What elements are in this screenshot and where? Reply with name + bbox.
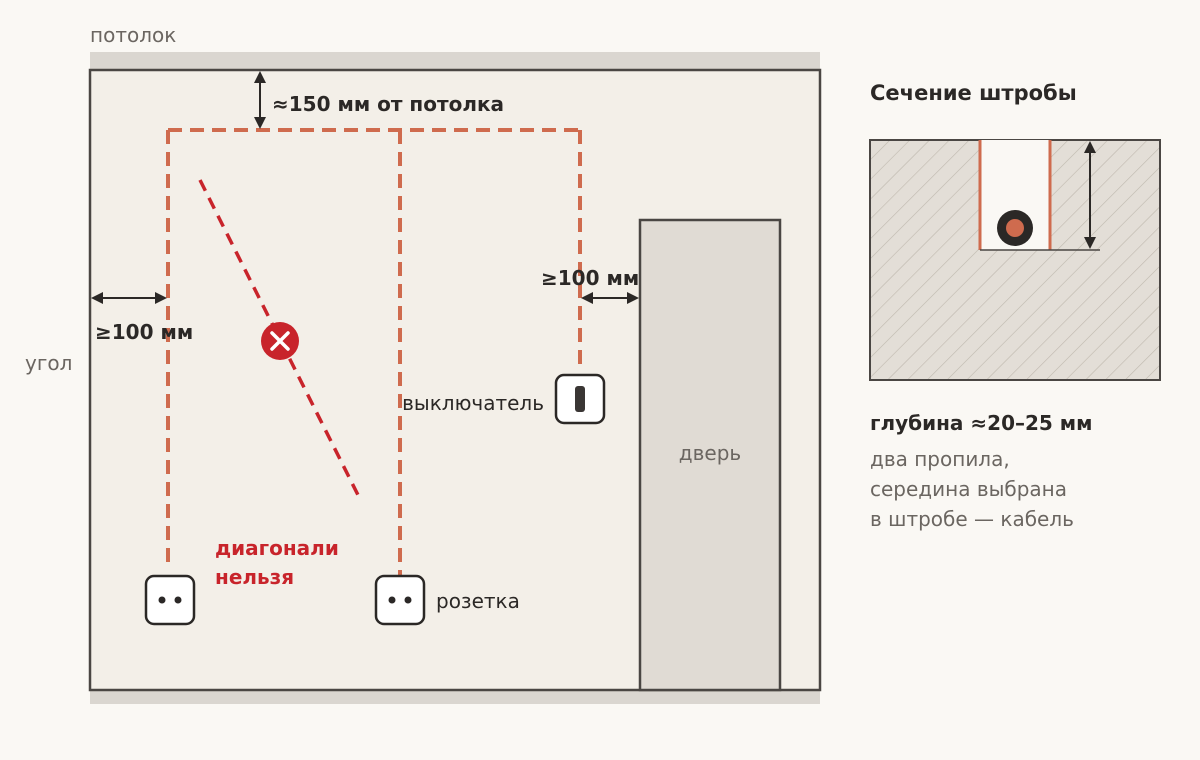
section-note-3: в штробе — кабель xyxy=(870,507,1074,531)
dimension-ceiling-label: ≈150 мм от потолка xyxy=(272,92,504,116)
section-title: Сечение штробы xyxy=(870,81,1077,105)
floor-band xyxy=(90,690,820,704)
cross-in-circle-icon xyxy=(261,322,299,360)
socket-label: розетка xyxy=(436,589,520,613)
groove-cross-section xyxy=(869,139,1161,381)
section-note-2: середина выбрана xyxy=(870,477,1067,501)
dimension-corner-label: ≥100 мм xyxy=(95,320,193,344)
cable-icon xyxy=(997,210,1033,246)
no-diagonal-label-2: нельзя xyxy=(215,565,294,589)
switch-label: выключатель xyxy=(402,391,544,415)
dimension-door-label: ≥100 мм xyxy=(541,266,639,290)
no-diagonal-label-1: диагонали xyxy=(215,536,339,560)
dimension-depth xyxy=(1084,141,1096,249)
switch-icon xyxy=(554,373,606,425)
dimension-corner xyxy=(91,292,167,304)
section-note-1: два пропила, xyxy=(870,447,1010,471)
dimension-door xyxy=(581,292,639,304)
door-label: дверь xyxy=(679,441,741,465)
ceiling-label: потолок xyxy=(90,23,176,47)
socket-icon xyxy=(144,574,196,626)
door xyxy=(638,218,782,692)
ceiling-band xyxy=(90,52,820,70)
dimension-ceiling xyxy=(254,71,266,129)
section-depth: глубина ≈20–25 мм xyxy=(870,411,1092,435)
corner-label: угол xyxy=(25,351,72,375)
socket-icon xyxy=(374,574,426,626)
